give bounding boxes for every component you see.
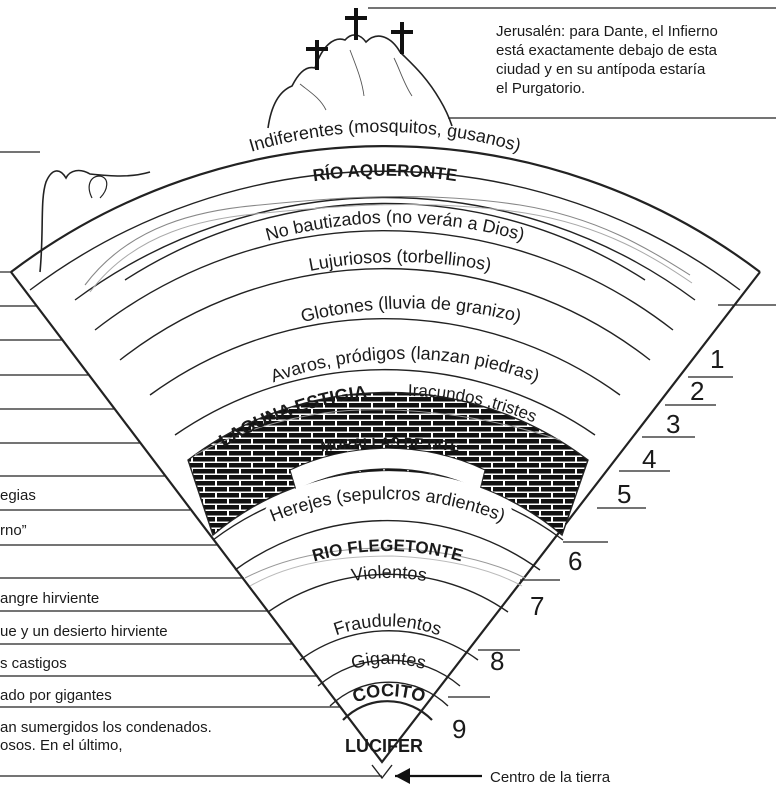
- circle-number: 3: [666, 409, 680, 439]
- circle-number: 1: [710, 344, 724, 374]
- left-note: rno”: [0, 522, 27, 539]
- zone-lujuriosos: Lujuriosos (torbellinos): [307, 246, 493, 275]
- circle-number: 4: [642, 444, 656, 474]
- zone-murallas: MURALLAS DE DITE: [320, 434, 461, 455]
- zone-avaros: Avaros, pródigos (lanzan piedras): [268, 343, 542, 386]
- left-note: ue y un desierto hirviente: [0, 623, 168, 640]
- zone-gigantes: Gigantes: [349, 648, 428, 673]
- zone-violentos: Violentos: [350, 562, 429, 585]
- cross-icon: [391, 22, 413, 54]
- circle-number: 8: [490, 646, 504, 676]
- circle-number: 6: [568, 546, 582, 576]
- left-hill: [39, 169, 151, 273]
- left-note: egias: [0, 487, 36, 504]
- zone-lucifer: LUCIFER: [345, 736, 423, 756]
- jerusalem-note: Jerusalén: para Dante, el Infierno está …: [496, 23, 718, 97]
- left-note: osos. En el último,: [0, 737, 123, 754]
- zone-fraudulentos: Fraudulentos: [331, 610, 444, 639]
- svg-text:Jerusalén: para Dante, el Infi: Jerusalén: para Dante, el Infierno: [496, 23, 718, 40]
- center-arrow: [371, 764, 482, 784]
- zone-no-bautizados: No bautizados (no verán a Dios): [263, 207, 527, 245]
- zone-glotones: Glotones (lluvia de granizo): [299, 292, 524, 326]
- circle-number: 9: [452, 714, 466, 744]
- hell-cone: [10, 145, 761, 764]
- left-note: angre hirviente: [0, 590, 99, 607]
- jerusalem-hill: [267, 34, 453, 129]
- svg-text:está exactamente debajo de est: está exactamente debajo de esta: [496, 42, 718, 59]
- center-label: Centro de la tierra: [490, 769, 611, 786]
- cross-icon: [345, 8, 367, 40]
- zone-aqueronte: RÍO AQUERONTE: [312, 161, 459, 186]
- cross-icon: [306, 40, 328, 70]
- circle-numbers: 1 2 3 4 5 6 7 8 9: [448, 344, 733, 744]
- left-pointer-lines: [0, 271, 382, 777]
- left-note: an sumergidos los condenados.: [0, 719, 212, 736]
- circle-number: 2: [690, 376, 704, 406]
- left-note: ado por gigantes: [0, 687, 112, 704]
- zone-indiferentes: Indiferentes (mosquitos, gusanos): [247, 116, 524, 156]
- left-note: s castigos: [0, 655, 67, 672]
- circle-number: 5: [617, 479, 631, 509]
- circle-number: 7: [530, 591, 544, 621]
- svg-text:el Purgatorio.: el Purgatorio.: [496, 80, 585, 97]
- zone-cocito: COCITO: [350, 680, 428, 706]
- svg-text:ciudad y en su antípoda estarí: ciudad y en su antípoda estaría: [496, 61, 706, 78]
